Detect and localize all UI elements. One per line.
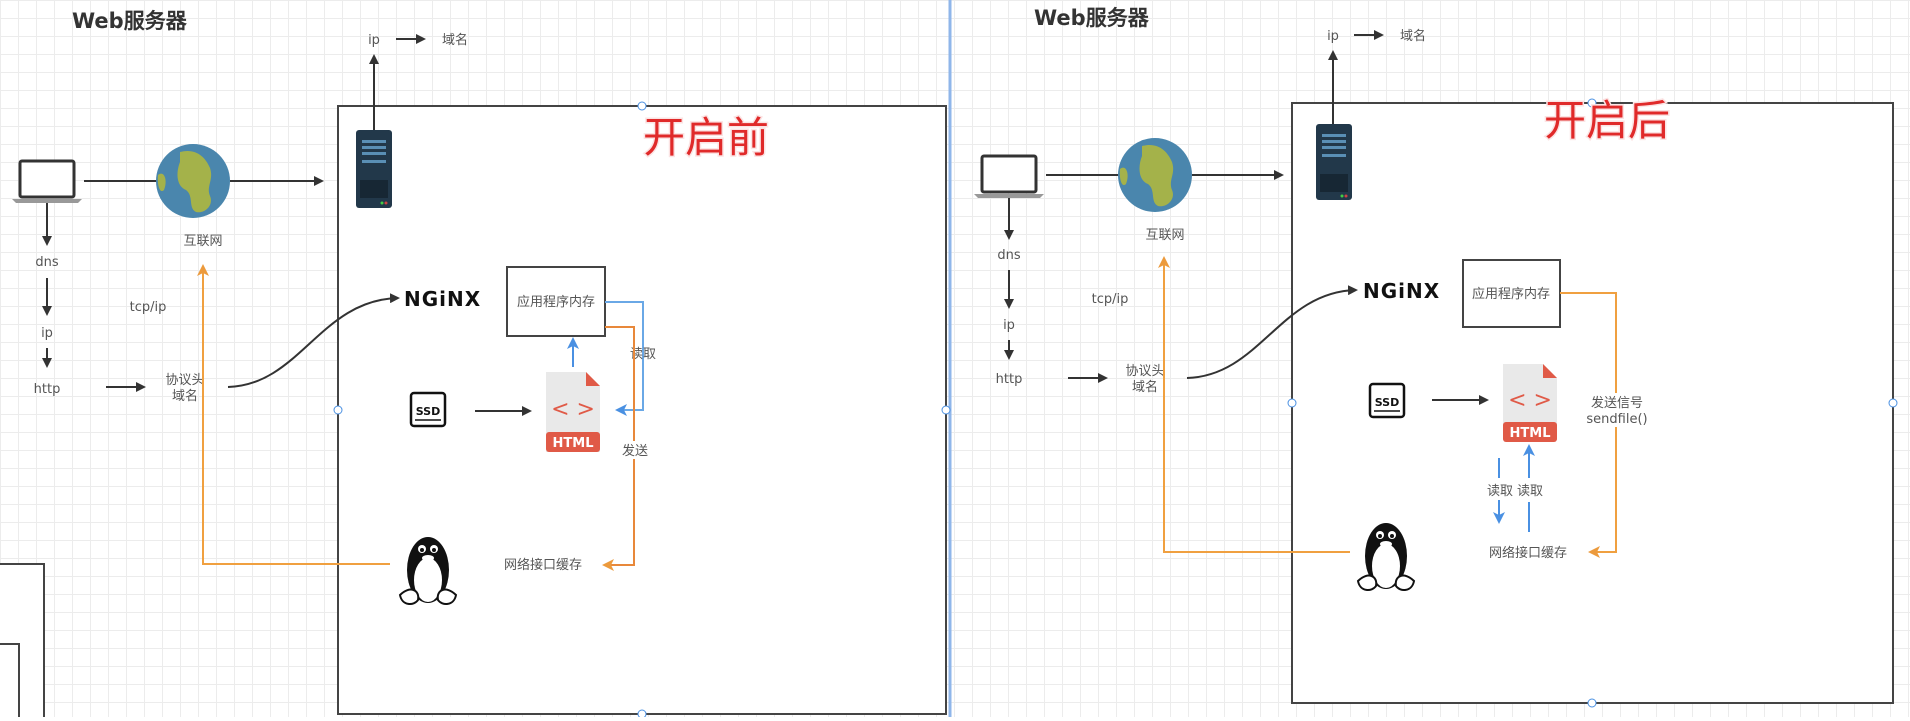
client-step-http: http — [34, 382, 61, 397]
nic-buffer-label: 网络接口缓存 — [1489, 545, 1567, 561]
globe-icon — [156, 144, 230, 218]
send-label-bg — [620, 441, 650, 459]
app-memory-box[interactable] — [1462, 259, 1561, 328]
panel-title: Web服务器 — [72, 9, 188, 33]
internet-label: 互联网 — [1145, 228, 1184, 243]
server-ip-label: ip — [368, 33, 380, 48]
server-domain-label: 域名 — [442, 32, 468, 48]
partial-box-inner[interactable] — [0, 643, 20, 721]
internet-label: 互联网 — [183, 234, 222, 249]
app-memory-label: 应用程序内存 — [1472, 286, 1550, 302]
nic-buffer-label: 网络接口缓存 — [504, 557, 582, 573]
html-file-icon: < > HTML — [546, 372, 600, 452]
linux-penguin-icon — [398, 537, 458, 605]
ssd-icon: SSD — [1368, 382, 1406, 419]
server-domain-label: 域名 — [1400, 28, 1426, 44]
app-memory-label: 应用程序内存 — [517, 294, 595, 310]
nginx-logo: NGiNX — [1363, 279, 1440, 303]
client-step-ip: ip — [1003, 318, 1015, 333]
resize-handle-left[interactable] — [1287, 398, 1297, 408]
protocol-label-line2: 域名 — [172, 388, 198, 404]
send-label: 发送 — [622, 443, 648, 459]
signal-label-bg — [1586, 393, 1648, 427]
server-rack-icon — [356, 130, 392, 208]
html-label: HTML — [1510, 426, 1551, 441]
html-label: HTML — [553, 436, 594, 451]
server-rack-icon — [1316, 124, 1352, 200]
edge-penguin-internet — [1158, 256, 1350, 553]
phase-label: 开启后 — [1544, 96, 1670, 145]
resize-handle-bottom[interactable] — [1587, 698, 1597, 708]
read-label-right: 读取 — [1517, 484, 1543, 499]
edge-read-loop — [605, 301, 644, 416]
resize-handle-top[interactable] — [1587, 98, 1597, 108]
server-ip-label: ip — [1327, 29, 1339, 44]
edge-protocol-nginx — [227, 293, 400, 388]
client-step-ip: ip — [41, 326, 53, 341]
laptop-icon — [974, 154, 1044, 198]
client-step-dns: dns — [997, 248, 1020, 263]
laptop-icon — [12, 159, 82, 203]
resize-handle-bottom[interactable] — [637, 709, 647, 719]
client-step-dns: dns — [35, 255, 58, 270]
resize-handle-right[interactable] — [1888, 398, 1898, 408]
linux-penguin-icon — [1356, 523, 1416, 591]
edge-penguin-internet — [197, 264, 390, 565]
edge-protocol-nginx — [1186, 285, 1358, 379]
svg-text:< >: < > — [551, 397, 595, 422]
svg-text:< >: < > — [1508, 388, 1552, 413]
client-step-http: http — [996, 372, 1023, 387]
signal-label-line1: 发送信号 — [1591, 395, 1643, 411]
protocol-label-line2: 域名 — [1132, 379, 1158, 395]
html-file-icon: < > HTML — [1503, 364, 1557, 442]
protocol-label-line1: 协议头 — [1125, 364, 1164, 379]
phase-label: 开启前 — [643, 113, 769, 162]
panel-after: Web服务器 开启后 互联网 ip — [974, 6, 1898, 708]
protocol-label-line1: 协议头 — [165, 373, 204, 388]
panel-before: Web服务器 开启前 互联网 — [12, 9, 951, 719]
ssd-icon: SSD — [409, 391, 447, 428]
resize-handle-right[interactable] — [941, 405, 951, 415]
panel-title: Web服务器 — [1034, 6, 1150, 30]
tcp-ip-label: tcp/ip — [130, 300, 167, 315]
tcp-ip-label: tcp/ip — [1092, 292, 1129, 307]
globe-icon — [1118, 138, 1192, 212]
read-label: 读取 — [630, 347, 656, 362]
read-label-left: 读取 — [1487, 484, 1513, 499]
resize-handle-left[interactable] — [333, 405, 343, 415]
signal-label-line2: sendfile() — [1586, 412, 1647, 427]
ssd-label: SSD — [1375, 396, 1399, 409]
resize-handle-top[interactable] — [637, 101, 647, 111]
app-memory-box[interactable] — [506, 266, 606, 337]
ssd-label: SSD — [416, 405, 440, 418]
nginx-logo: NGiNX — [404, 287, 481, 311]
